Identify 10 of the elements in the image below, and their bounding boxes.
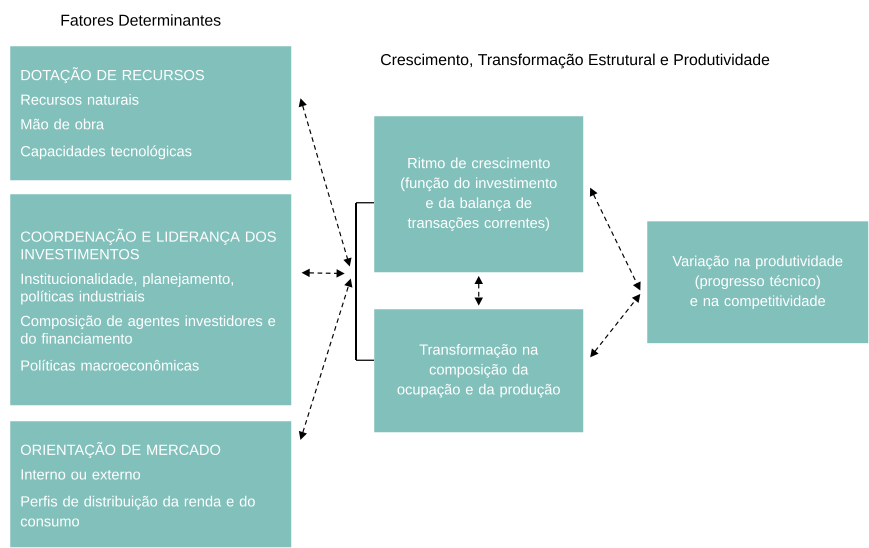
heading: Fatores Determinantes [62, 14, 220, 26]
text-box: Variação na produtividade (progresso técnico) e na competitividade [647, 221, 868, 344]
text-box: Transformação na composição da ocupação e da produção [374, 309, 584, 432]
connector-line [356, 202, 374, 204]
text-box: ORIENTAÇÃO DE MERCADO Interno ou externo Perfis de distribuição da renda e do consumo [10, 421, 292, 548]
text-box: COORDENAÇÃO E LIDERANÇA DOS INVESTIMENTOS Institucionalidade, planejamento, políticas industriais Composição de agentes investidores e do financiamento Políticas macroeconômicas [10, 194, 292, 406]
text-box: DOTAÇÃO DE RECURSOS Recursos naturais Mão de obra Capacidades tecnológicas [10, 46, 292, 180]
connector-line [356, 360, 374, 361]
text-box: Ritmo de crescimento (função do investimento e da balança de transações correntes) [374, 116, 584, 272]
heading: Crescimento, Transformação Estrutural e Produtividade [381, 54, 770, 68]
